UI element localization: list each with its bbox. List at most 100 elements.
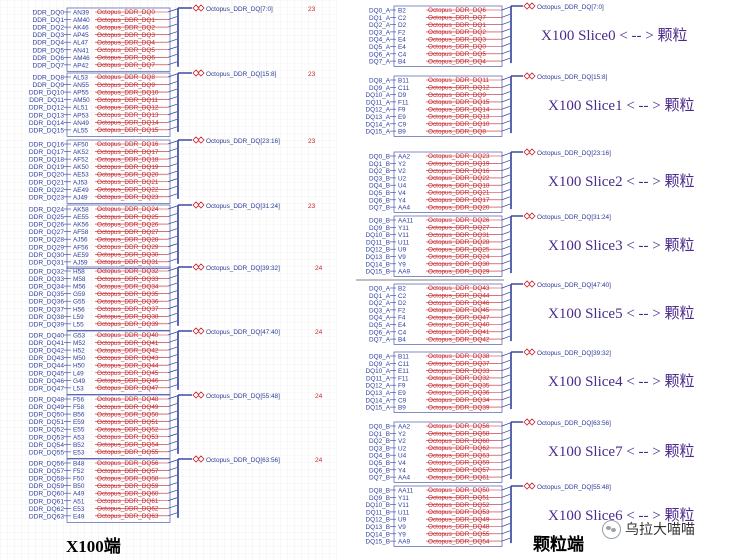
left-group-2-bus-entry	[167, 148, 178, 152]
right-group-1-signal-label: DQ12_A	[365, 107, 390, 114]
left-group-1-net-name: Octopus_DDR_DQ14	[97, 120, 159, 127]
right-group-4-pin-number: F4	[398, 315, 406, 322]
right-group-2-bus-entry	[501, 152, 511, 157]
left-group-6-signal-label: DDR_DQ54	[29, 442, 65, 449]
left-group-7-net-name: Octopus_DDR_DQ62	[97, 506, 159, 513]
left-group-0-pin-number: AM40	[73, 17, 90, 24]
left-group-3-bus-label: Octopus_DDR_DQ[31:24]	[206, 203, 280, 210]
right-group-1-signal-label: DQ14_A	[365, 121, 390, 128]
right-group-5-signal-label: DQ11_A	[366, 375, 391, 382]
left-group-1-net-name: Octopus_DDR_DQ9	[97, 82, 155, 89]
left-group-2-net-name: Octopus_DDR_DQ21	[97, 179, 159, 186]
right-group-1-signal-label: DQ15_A	[365, 129, 390, 136]
left-group-0-net-name: Octopus_DDR_DQ6	[97, 55, 155, 62]
left-group-0-port-flag	[192, 4, 205, 12]
left-group-3-bus-entry	[167, 235, 178, 240]
left-group-4-signal-label: DDR_DQ35	[29, 291, 65, 298]
left-group-2-net-name: Octopus_DDR_DQ22	[97, 187, 159, 194]
right-group-7-bus-label: Octopus_DDR_DQ[55:48]	[537, 484, 611, 491]
left-group-4-pin-number: L55	[73, 321, 84, 328]
left-group-2-signal-label: DDR_DQ22	[29, 187, 65, 194]
left-group-1-bus-label: Octopus_DDR_DQ[15:8]	[206, 71, 277, 78]
right-group-2-port-flag	[523, 148, 536, 156]
left-group-6-signal-label: DDR_DQ49	[29, 404, 65, 411]
left-group-0-signal-label: DDR_DQ2	[32, 25, 64, 32]
right-group-2-bus-entry	[501, 189, 511, 193]
left-group-5-signal-label: DDR_DQ43	[29, 355, 65, 362]
right-group-3-bus-entry	[501, 238, 511, 243]
left-group-1-bus-entry	[167, 111, 178, 116]
right-group-2-bus-entry	[501, 196, 511, 201]
left-group-6-net-name: Octopus_DDR_DQ50	[97, 411, 159, 418]
right-group-0-signal-label: DQ7_A	[369, 59, 391, 66]
right-group-3-frame	[393, 215, 503, 277]
right-group-2-bus-entry	[501, 181, 511, 186]
right-group-0-net-name: Octopus_DDR_DQ1	[428, 22, 486, 29]
left-group-4-signal-label: DDR_DQ34	[29, 284, 65, 291]
right-group-7-pin-number: V9	[398, 524, 406, 531]
right-group-3-signal-label: DQ8_B	[369, 218, 390, 225]
left-group-0-signal-label: DDR_DQ1	[32, 17, 64, 24]
left-group-0-net-name: Octopus_DDR_DQ3	[97, 32, 155, 39]
right-group-0-bus-entry	[501, 21, 511, 25]
right-group-5-net-name: Octopus_DDR_DQ34	[428, 397, 490, 404]
right-group-6-bus-entry	[501, 422, 511, 427]
right-group-0-pin-number: C4	[398, 51, 407, 58]
right-group-3-bus-entry	[501, 260, 511, 265]
left-group-3-bus-entry	[167, 205, 178, 210]
left-group-3-frame	[66, 204, 171, 269]
left-group-7-net-name: Octopus_DDR_DQ56	[97, 460, 159, 467]
right-group-6-net-name: Octopus_DDR_DQ61	[428, 474, 490, 481]
right-group-0-bus-entry	[501, 43, 511, 47]
left-group-6-pin-number: F56	[73, 397, 84, 404]
left-group-6-bus-entry	[167, 410, 178, 415]
right-group-6-pin-number: U4	[398, 453, 407, 460]
right-group-1-bus-entry	[501, 105, 511, 110]
left-group-0-signal-label: DDR_DQ3	[32, 32, 64, 39]
left-group-4-net-name: Octopus_DDR_DQ35	[97, 291, 159, 298]
left-group-2-pin-number: AK50	[73, 164, 89, 171]
right-group-1-bus-entry	[501, 91, 511, 95]
right-group-6-pin-number: U2	[398, 445, 407, 452]
left-group-5-pin-number: H52	[73, 348, 85, 355]
right-group-1-signal-label: DQ11_A	[366, 99, 391, 106]
right-group-2-bus-label: Octopus_DDR_DQ[23:16]	[537, 150, 611, 157]
left-group-5-signal-label: DDR_DQ42	[29, 348, 65, 355]
right-group-5-pin-number: F11	[398, 375, 409, 382]
left-group-4-pin-number: H56	[73, 306, 85, 313]
left-group-4-signal-label: DDR_DQ39	[29, 321, 65, 328]
left-group-5-net-name: Octopus_DDR_DQ44	[97, 362, 159, 369]
right-group-0-bus-label: Octopus_DDR_DQ[7:0]	[537, 4, 604, 11]
left-group-0-signal-label: DDR_DQ6	[32, 55, 64, 62]
right-group-1-pin-number: C9	[398, 121, 407, 128]
right-group-7-net-name: Octopus_DDR_DQ51	[428, 495, 490, 502]
left-group-6-signal-label: DDR_DQ51	[29, 419, 65, 426]
left-group-2-signal-label: DDR_DQ20	[29, 172, 65, 179]
right-group-4-net-name: Octopus_DDR_DQ41	[428, 329, 490, 336]
left-group-2-signal-label: DDR_DQ18	[29, 157, 65, 164]
left-group-5-pin-number: G49	[73, 378, 86, 385]
right-group-0-frame	[393, 5, 503, 67]
right-group-4-bus-entry	[501, 284, 511, 289]
left-group-4-pin-number: L59	[73, 314, 84, 321]
right-group-6-signal-label: DQ6_B	[369, 467, 390, 474]
left-group-5-bus-entry	[167, 346, 178, 351]
right-group-4-signal-label: DQ1_A	[369, 293, 391, 300]
right-group-6-slice-label: X100 Slice7 < -- > 颗粒	[548, 443, 695, 460]
left-group-1-net-name: Octopus_DDR_DQ13	[97, 112, 159, 119]
left-group-5-bus-entry	[167, 384, 178, 389]
left-group-6-net-name: Octopus_DDR_DQ53	[97, 434, 159, 441]
right-group-5-pin-number: C9	[398, 397, 407, 404]
grid-background-left	[0, 0, 337, 560]
right-group-2-pin-number: U4	[398, 183, 407, 190]
left-group-6-signal-label: DDR_DQ48	[29, 397, 65, 404]
right-group-4-net-name: Octopus_DDR_DQ47	[428, 314, 490, 321]
right-group-5-net-name: Octopus_DDR_DQ35	[428, 382, 490, 389]
right-group-4-bus-entry	[501, 321, 511, 325]
right-group-7-bus-entry	[501, 530, 511, 535]
right-group-6-net-name: Octopus_DDR_DQ58	[428, 431, 490, 438]
right-group-4-bus-entry	[501, 291, 511, 296]
left-group-2-signal-label: DDR_DQ23	[29, 194, 65, 201]
left-group-7-bus-entry	[167, 497, 178, 502]
right-group-0-pin-number: F2	[398, 29, 406, 36]
